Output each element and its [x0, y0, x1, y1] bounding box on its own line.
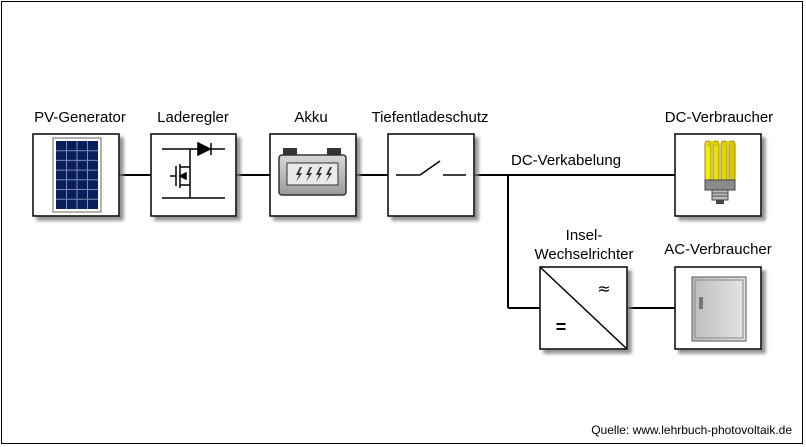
inverter-dc-symbol: = — [556, 317, 567, 337]
akku-box — [269, 133, 357, 217]
switch-icon — [396, 160, 466, 176]
energy-saving-bulb-icon — [704, 140, 736, 204]
label-inselwechselrichter-line1: Insel- — [565, 227, 603, 244]
ac-verbraucher-box — [674, 266, 762, 350]
tiefentladeschutz-box — [387, 133, 475, 217]
label-pv-generator: PV-Generator — [34, 109, 126, 126]
label-inselwechselrichter-line2: Wechselrichter — [534, 246, 634, 263]
laderegler-box — [150, 133, 237, 217]
label-akku: Akku — [294, 109, 328, 126]
inselwechselrichter-box: ≈ = — [539, 266, 628, 350]
appliance-cabinet-icon — [691, 276, 747, 342]
label-ac-verbraucher: AC-Verbraucher — [664, 241, 772, 258]
inverter-diagonal — [539, 266, 628, 350]
wiring — [119, 174, 675, 309]
label-laderegler: Laderegler — [157, 109, 229, 126]
label-dc-verkabelung: DC-Verkabelung — [511, 152, 622, 169]
solar-panel-icon — [52, 137, 102, 213]
pv-generator-box — [32, 133, 120, 217]
label-dc-verbraucher: DC-Verbraucher — [664, 109, 774, 126]
source-credit: Quelle: www.lehrbuch-photovoltaik.de — [591, 423, 792, 437]
charge-controller-circuit-icon — [162, 141, 225, 199]
dc-verbraucher-box — [674, 133, 762, 217]
battery-icon — [278, 148, 347, 196]
label-tiefentladeschutz: Tiefentladeschutz — [371, 109, 489, 126]
inverter-ac-symbol: ≈ — [597, 279, 610, 298]
